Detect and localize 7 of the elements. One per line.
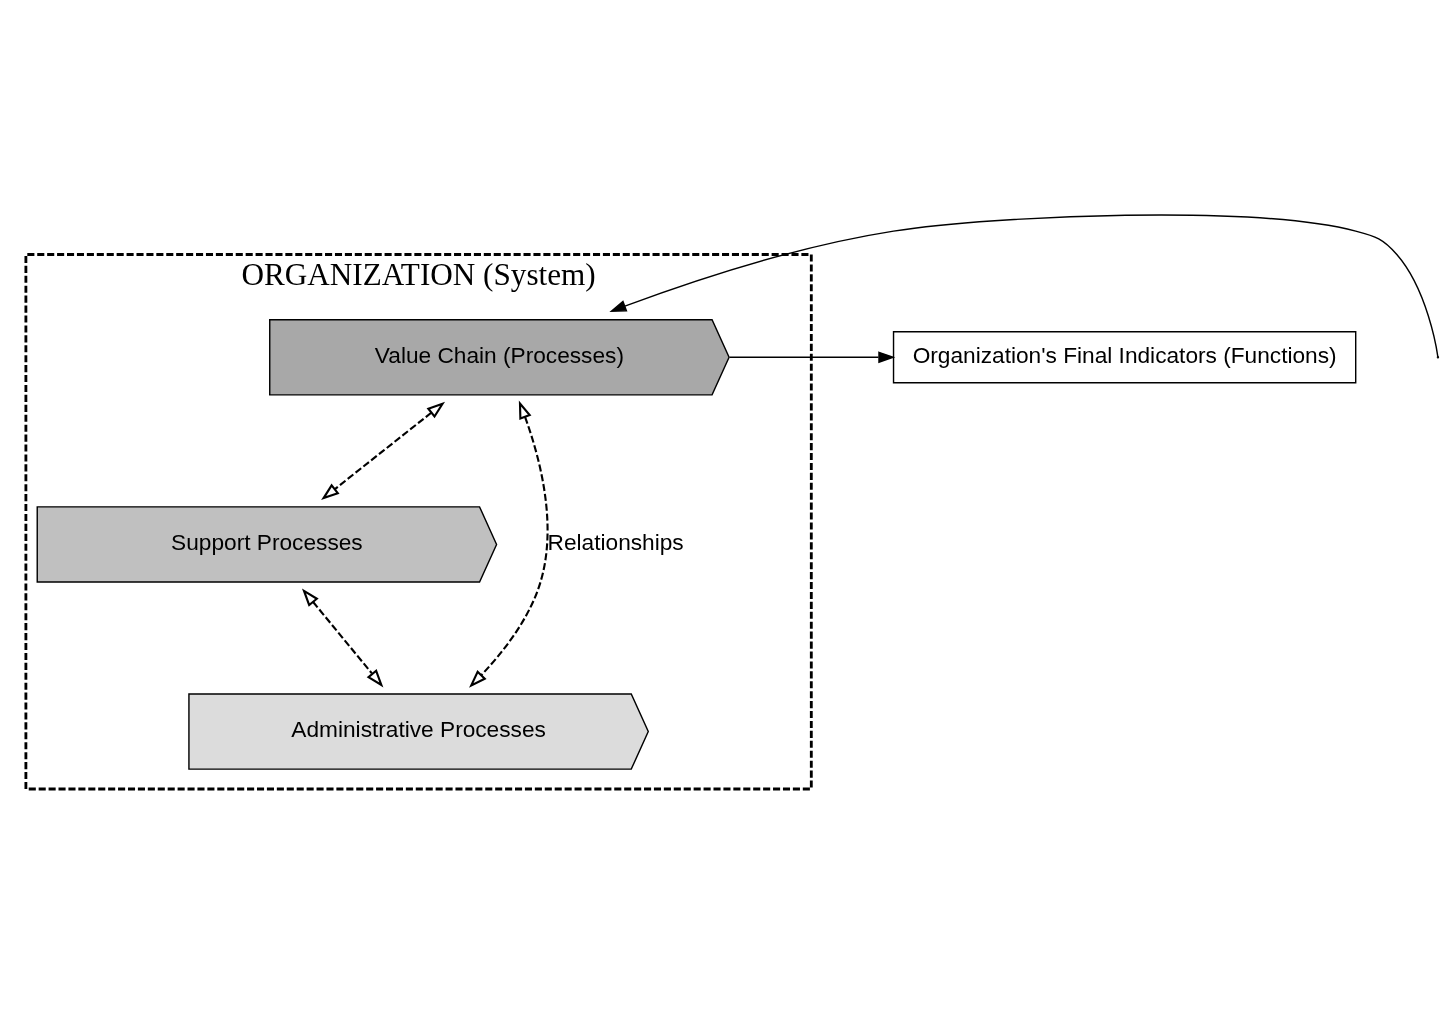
node-box: Organization's Final Indicators (Functions) (892, 330, 1357, 383)
arrow (469, 400, 549, 688)
arrow (609, 213, 1439, 357)
arrow (321, 401, 446, 500)
edge-label: Relationships (547, 528, 684, 555)
arrow (301, 587, 384, 687)
arrow (728, 350, 896, 363)
